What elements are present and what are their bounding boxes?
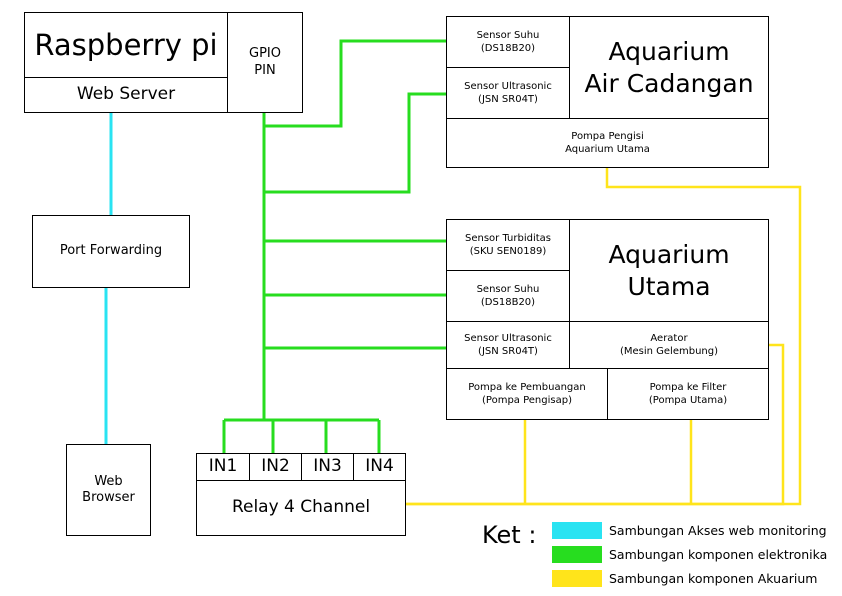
reserve-tank-title: Aquarium Air Cadangan [569,16,769,119]
gpio-pin-box: GPIO PIN [227,12,303,113]
web-server-box: Web Server [24,77,228,113]
cyan-wires [104,112,113,444]
legend-swatch-green [552,546,602,563]
legend-swatch-yellow [552,570,602,587]
legend-label-yellow: Sambungan komponen Akuarium [609,571,818,586]
main-sensor-suhu: Sensor Suhu (DS18B20) [446,270,570,322]
main-pompa-filter: Pompa ke Filter (Pompa Utama) [607,368,769,420]
wire-gpio-suhu-cadangan [264,39,446,128]
wire-gpio-ultrasonic-cadangan [264,92,446,194]
port-forwarding-box: Port Forwarding [32,215,190,288]
relay-in3: IN3 [301,453,354,481]
legend-label-cyan: Sambungan Akses web monitoring [609,523,827,538]
legend-title: Ket : [482,521,537,549]
main-tank-title: Aquarium Utama [569,219,769,322]
reserve-sensor-ultrasonic: Sensor Ultrasonic (JSN SR04T) [446,67,570,119]
main-aerator: Aerator (Mesin Gelembung) [569,321,769,369]
relay-4-channel-box: Relay 4 Channel [196,480,406,536]
green-wires [222,39,446,453]
reserve-pompa-pengisi: Pompa Pengisi Aquarium Utama [446,118,769,168]
main-pompa-pembuangan: Pompa ke Pembuangan (Pompa Pengisap) [446,368,608,420]
relay-in4: IN4 [353,453,406,481]
main-sensor-turbiditas: Sensor Turbiditas (SKU SEN0189) [446,219,570,271]
main-sensor-ultrasonic: Sensor Ultrasonic (JSN SR04T) [446,321,570,369]
yellow-wires [406,168,802,506]
wire-relay-aerator [406,343,785,506]
relay-in1: IN1 [196,453,250,481]
reserve-sensor-suhu: Sensor Suhu (DS18B20) [446,16,570,68]
raspberry-pi-box: Raspberry pi [24,12,228,78]
relay-in2: IN2 [249,453,302,481]
web-browser-box: Web Browser [66,444,151,536]
legend-swatch-cyan [552,522,602,539]
legend-label-green: Sambungan komponen elektronika [609,547,828,562]
